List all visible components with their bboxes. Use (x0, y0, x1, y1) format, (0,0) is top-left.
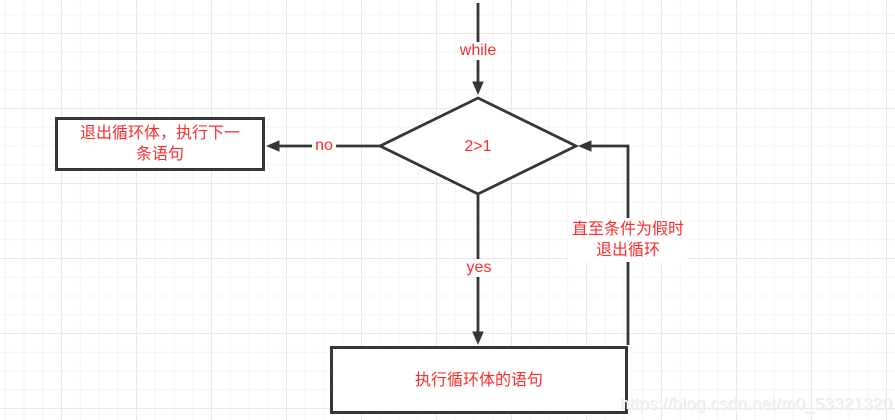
arrowhead-left-icon (578, 140, 592, 152)
loop-back-connector-line (591, 144, 630, 345)
condition-diamond (376, 96, 580, 196)
loop-body-box: 执行循环体的语句 (330, 346, 628, 414)
exit-statement-line1: 退出循环体，执行下一 (79, 125, 240, 142)
condition-label: 2>1 (464, 138, 492, 155)
exit-statement-line2: 条语句 (135, 146, 184, 163)
while-label: while (456, 42, 500, 60)
exit-statement-box: 退出循环体，执行下一 条语句 (55, 117, 265, 171)
arrowhead-down-icon (472, 81, 484, 95)
yes-branch-label: yes (463, 259, 495, 277)
arrowhead-left-icon (266, 140, 280, 152)
no-branch-label: no (312, 137, 336, 155)
loop-note: 直至条件为假时 退出循环 (567, 218, 689, 262)
loop-note-line2: 退出循环 (595, 242, 661, 259)
loop-body-label: 执行循环体的语句 (414, 371, 543, 389)
watermark: https://blog.csdn.net/m0_53321320 (619, 394, 892, 413)
arrowhead-down-icon (472, 331, 484, 345)
loop-note-line1: 直至条件为假时 (571, 221, 685, 238)
